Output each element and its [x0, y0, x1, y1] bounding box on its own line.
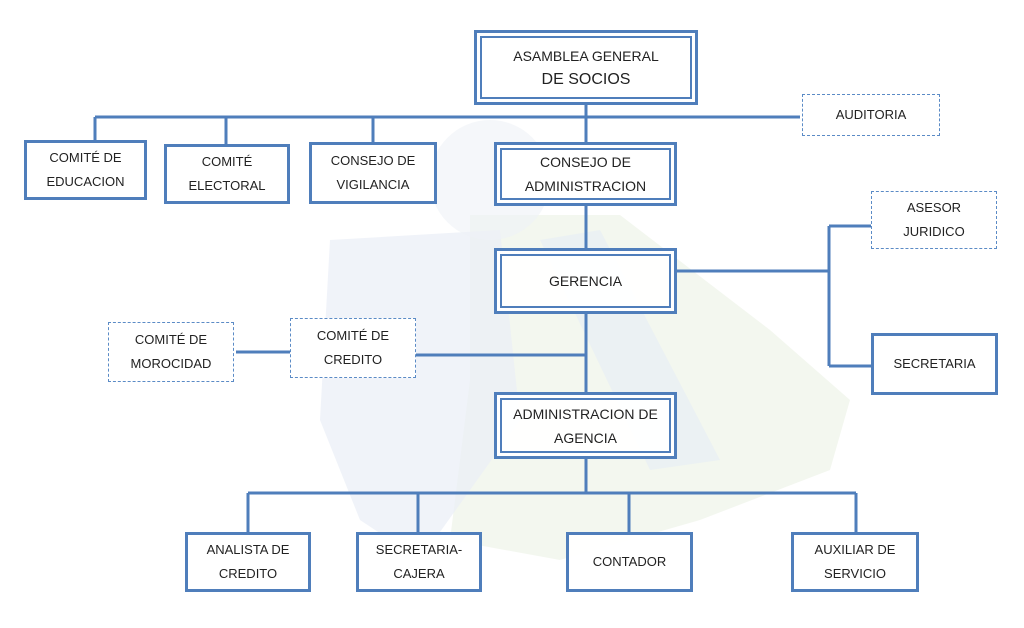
node-secretaria-cajera: SECRETARIA- CAJERA [356, 532, 482, 592]
node-administracion-agencia-line1: ADMINISTRACION DE [513, 405, 658, 422]
node-asamblea-line2: DE SOCIOS [541, 70, 631, 88]
node-comite-educacion-line1: COMITÉ DE [49, 150, 122, 165]
node-comite-educacion-line2: EDUCACION [46, 174, 125, 189]
node-comite-electoral-line2: ELECTORAL [188, 178, 266, 193]
node-secretaria-line1: SECRETARIA [893, 356, 976, 371]
node-gerencia-line1: GERENCIA [548, 273, 623, 289]
node-analista-credito-line1: ANALISTA DE [206, 542, 290, 557]
node-comite-credito-line2: CREDITO [323, 352, 383, 367]
node-asesor-juridico-line1: ASESOR [906, 200, 962, 215]
node-analista-credito: ANALISTA DE CREDITO [185, 532, 311, 592]
node-consejo-vigilancia-line2: VIGILANCIA [336, 177, 410, 192]
node-comite-educacion: COMITÉ DE EDUCACION [24, 140, 147, 200]
node-consejo-administracion-line1: CONSEJO DE [539, 154, 631, 170]
node-comite-credito-line1: COMITÉ DE [316, 328, 390, 343]
node-comite-electoral-line1: COMITÉ [201, 154, 253, 169]
node-auditoria: AUDITORIA [802, 94, 940, 136]
node-consejo-vigilancia: CONSEJO DE VIGILANCIA [309, 142, 437, 204]
node-comite-morocidad-line2: MOROCIDAD [130, 356, 212, 371]
node-auditoria-line1: AUDITORIA [835, 107, 907, 122]
node-consejo-administracion: CONSEJO DE ADMINISTRACION [494, 142, 677, 206]
node-comite-credito: COMITÉ DE CREDITO [290, 318, 416, 378]
node-asamblea-line1: ASAMBLEA GENERAL [513, 47, 659, 64]
node-comite-morocidad: COMITÉ DE MOROCIDAD [108, 322, 234, 382]
node-auxiliar-servicio-line1: AUXILIAR DE [814, 542, 896, 557]
node-secretaria-cajera-line2: CAJERA [393, 566, 445, 581]
node-comite-morocidad-line1: COMITÉ DE [134, 332, 208, 347]
node-comite-electoral: COMITÉ ELECTORAL [164, 144, 290, 204]
node-consejo-vigilancia-line1: CONSEJO DE [330, 153, 416, 168]
node-contador: CONTADOR [566, 532, 693, 592]
node-administracion-agencia-line2: AGENCIA [553, 429, 617, 446]
node-consejo-administracion-line2: ADMINISTRACION [524, 178, 647, 194]
node-secretaria: SECRETARIA [871, 333, 998, 395]
node-administracion-agencia: ADMINISTRACION DE AGENCIA [494, 392, 677, 459]
node-secretaria-cajera-line1: SECRETARIA- [375, 542, 463, 557]
node-auxiliar-servicio: AUXILIAR DE SERVICIO [791, 532, 919, 592]
node-gerencia: GERENCIA [494, 248, 677, 314]
node-auxiliar-servicio-line2: SERVICIO [824, 566, 886, 581]
node-asamblea-general: ASAMBLEA GENERAL DE SOCIOS [474, 30, 698, 105]
node-asesor-juridico-line2: JURIDICO [903, 224, 965, 239]
node-asesor-juridico: ASESOR JURIDICO [871, 191, 997, 249]
node-analista-credito-line2: CREDITO [218, 566, 278, 581]
node-contador-line1: CONTADOR [592, 554, 667, 569]
